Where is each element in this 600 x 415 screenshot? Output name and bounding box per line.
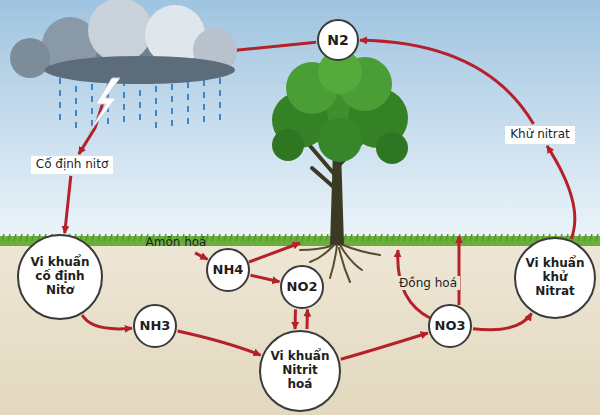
cycle-arrow <box>65 176 71 233</box>
cloud <box>10 0 237 84</box>
bacteria-circle: Vi khuẩn cố định Nitơ <box>17 234 103 320</box>
rain <box>60 78 220 133</box>
node-text: Vi khuẩn Nitrit hoá <box>270 350 330 391</box>
grass-blades <box>2 234 598 241</box>
node-text: NH3 <box>140 319 171 334</box>
cycle-arrow <box>473 313 532 329</box>
cycle-arrow <box>195 253 207 259</box>
lightning-bolt <box>88 78 120 134</box>
molecule-circle: N2 <box>317 19 359 61</box>
node-text: NH4 <box>213 263 244 278</box>
cycle-arrow <box>293 309 296 329</box>
node-text: Vi khuẩn cố định Nitơ <box>28 256 92 297</box>
ammonium-uptake-arrow <box>249 243 300 262</box>
process-label: Amôn hoá <box>143 235 210 251</box>
node-text: NO2 <box>287 280 318 295</box>
cycle-arrow <box>251 275 280 282</box>
node-text: Cố định nitơ <box>36 158 109 172</box>
process-label: Đồng hoá <box>396 276 460 290</box>
cycle-arrow <box>178 331 261 355</box>
molecule-circle: NH3 <box>133 304 177 348</box>
cycle-arrow <box>341 333 428 359</box>
uptake-arrows <box>249 236 459 318</box>
node-text: N2 <box>327 32 348 48</box>
process-label-box: Cố định nitơ <box>31 156 114 174</box>
assimilation-arrow <box>458 236 461 305</box>
molecule-circle: NO2 <box>280 265 324 309</box>
cycle-arrow <box>360 40 534 124</box>
tree <box>272 50 408 245</box>
node-text: Khử nitrat <box>510 128 570 142</box>
node-text: Amôn hoá <box>146 236 207 250</box>
cycle-arrow <box>82 315 132 329</box>
node-text: Vi khuẩn khử Nitrat <box>525 257 585 298</box>
molecule-circle: NH4 <box>206 248 250 292</box>
process-label-box: Khử nitrat <box>505 126 575 144</box>
cycle-arrow <box>547 146 575 239</box>
cycle-arrow <box>305 309 308 329</box>
node-text: NO3 <box>435 319 466 334</box>
molecule-circle: NO3 <box>428 304 472 348</box>
